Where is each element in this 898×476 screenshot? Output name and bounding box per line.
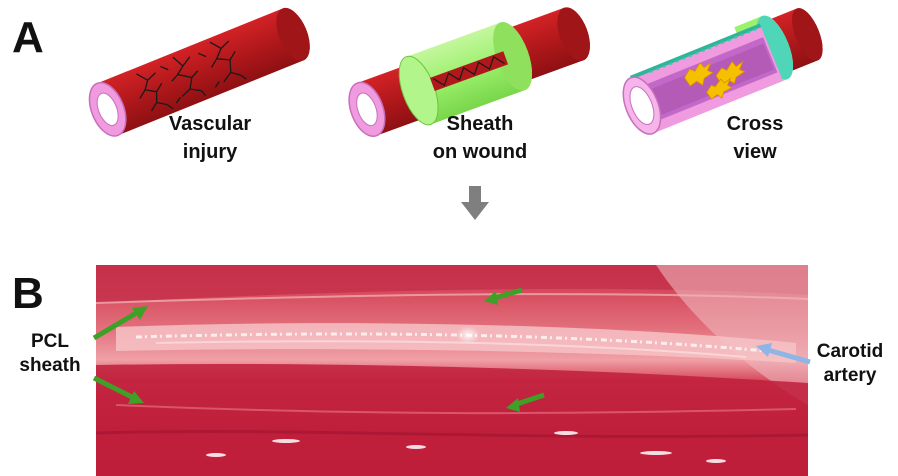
caption-line: Vascular [145,110,275,138]
caption-sheath-on-wound: Sheath on wound [415,110,545,166]
caption-line: injury [145,138,275,166]
panel-a-letter: A [12,16,44,60]
caption-line: Sheath [415,110,545,138]
caption-cross-view: Cross view [695,110,815,166]
surgical-photo [96,265,808,476]
caption-line: on wound [415,138,545,166]
down-arrow-icon [460,186,490,222]
pcl-sheath-label: PCL sheath [2,330,98,378]
blue-arrow-icon [752,340,812,370]
green-arrow-icon [90,300,160,410]
panel-b-letter: B [12,272,44,316]
caption-line: view [695,138,815,166]
caption-line: Cross [695,110,815,138]
caption-vascular-injury: Vascular injury [145,110,275,166]
label-line: PCL [2,330,98,354]
label-line: artery [804,364,896,388]
label-line: sheath [2,354,98,378]
label-line: Carotid [804,340,896,364]
carotid-artery-label: Carotid artery [804,340,896,388]
